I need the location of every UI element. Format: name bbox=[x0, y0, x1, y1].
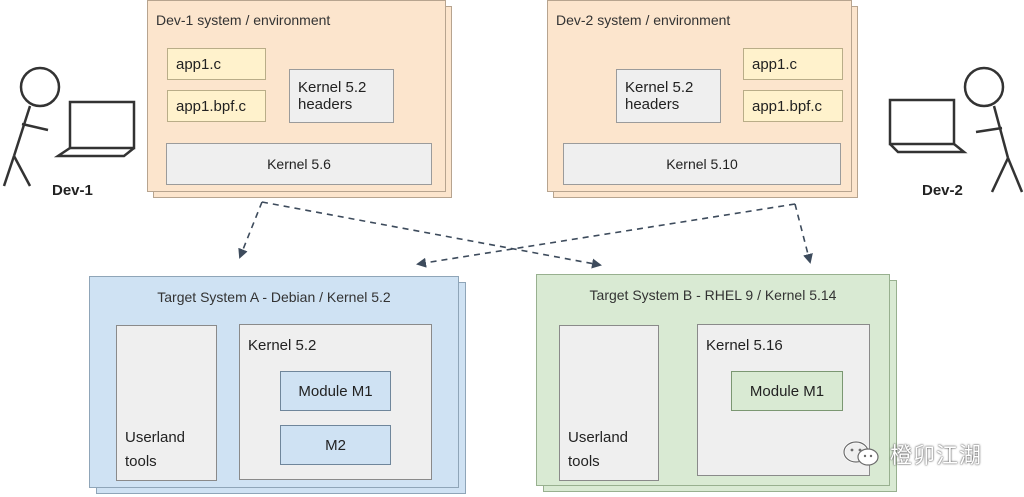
dev1-file-app1-c: app1.c bbox=[167, 48, 266, 80]
watermark-text: 橙卯江湖 bbox=[890, 444, 983, 469]
arrow-dev1-to-target-a bbox=[238, 201, 263, 259]
dev1-file-app1-bpf-c: app1.bpf.c bbox=[167, 90, 266, 122]
dev1-kernel: Kernel 5.6 bbox=[166, 143, 432, 185]
dev2-file-app1-bpf-c: app1.bpf.c bbox=[743, 90, 843, 122]
dev2-file-app1-c: app1.c bbox=[743, 48, 843, 80]
target-a-module-m2: M2 bbox=[280, 425, 391, 465]
target-a-title: Target System A - Debian / Kernel 5.2 bbox=[157, 289, 391, 305]
watermark: 橙卯江湖 bbox=[842, 436, 1022, 470]
target-b-userland-line2: tools bbox=[568, 453, 600, 470]
target-b-kernel: Kernel 5.16 Module M1 bbox=[697, 324, 870, 476]
wechat-logo-icon bbox=[842, 440, 879, 466]
arrow-dev1-to-target-b bbox=[261, 201, 602, 269]
target-system-a-panel: Target System A - Debian / Kernel 5.2 Us… bbox=[89, 276, 459, 488]
arrow-dev2-to-target-a bbox=[416, 203, 796, 268]
dev1-environment-panel: Dev-1 system / environment app1.c app1.b… bbox=[147, 0, 446, 192]
target-b-userland-line1: Userland bbox=[568, 429, 629, 446]
dev2-kernel: Kernel 5.10 bbox=[563, 143, 841, 185]
target-a-userland-tools: Userland tools bbox=[116, 325, 217, 481]
dev2-label: Dev-2 bbox=[922, 182, 963, 199]
dev1-headers-line1: Kernel 5.2 bbox=[298, 79, 367, 96]
dev2-panel-title: Dev-2 system / environment bbox=[556, 12, 731, 28]
target-a-userland-label: Userland tools bbox=[125, 426, 185, 474]
dev2-headers-line2: headers bbox=[625, 96, 680, 113]
target-a-userland-line1: Userland bbox=[125, 429, 186, 446]
target-a-kernel-label: Kernel 5.2 bbox=[248, 337, 317, 354]
target-b-module-m1: Module M1 bbox=[731, 371, 843, 411]
dev1-panel-title: Dev-1 system / environment bbox=[156, 12, 331, 28]
dev1-label: Dev-1 bbox=[52, 182, 93, 199]
dev1-kernel-headers: Kernel 5.2 headers bbox=[289, 69, 394, 123]
developer-1-icon bbox=[2, 66, 136, 187]
target-b-title: Target System B - RHEL 9 / Kernel 5.14 bbox=[589, 287, 837, 303]
target-b-userland-tools: Userland tools bbox=[559, 325, 659, 481]
developer-2-icon bbox=[888, 66, 1024, 193]
dev1-headers-line2: headers bbox=[298, 96, 353, 113]
dev2-kernel-headers: Kernel 5.2 headers bbox=[616, 69, 721, 123]
target-a-kernel: Kernel 5.2 Module M1 M2 bbox=[239, 324, 432, 480]
target-a-module-m1: Module M1 bbox=[280, 371, 391, 411]
target-system-b-panel: Target System B - RHEL 9 / Kernel 5.14 U… bbox=[536, 274, 890, 486]
dev2-headers-line1: Kernel 5.2 bbox=[625, 79, 694, 96]
target-b-userland-label: Userland tools bbox=[568, 426, 628, 474]
target-b-kernel-label: Kernel 5.16 bbox=[706, 337, 783, 354]
target-a-userland-line2: tools bbox=[125, 453, 157, 470]
dev2-environment-panel: Dev-2 system / environment Kernel 5.2 he… bbox=[547, 0, 852, 192]
arrow-dev2-to-target-b bbox=[794, 203, 813, 264]
